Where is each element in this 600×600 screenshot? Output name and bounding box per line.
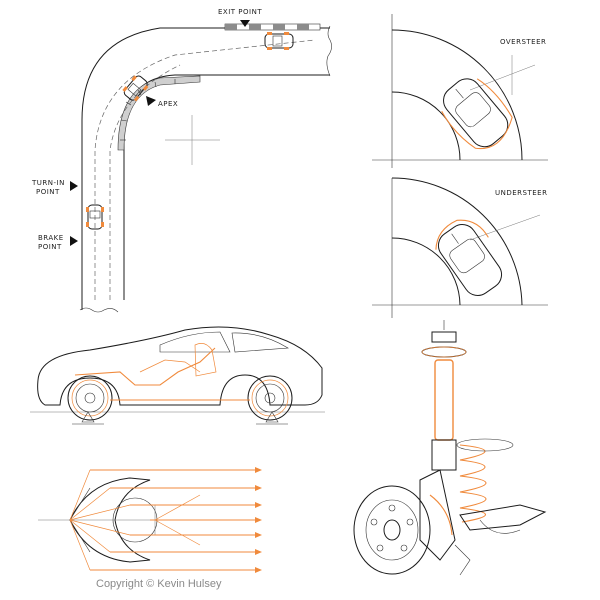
- understeer-car: [435, 219, 503, 296]
- copyright-credit: Copyright © Kevin Hulsey: [96, 578, 222, 590]
- curb-exit: [224, 23, 321, 31]
- suspension-assembly-drawing: [353, 320, 547, 576]
- car-brake-position: [86, 204, 104, 230]
- exit-point-marker-icon: [240, 20, 250, 27]
- apex-marker-icon: [146, 96, 156, 106]
- turn-in-label: TURN-IN: [31, 179, 65, 187]
- apex-label: APEX: [158, 100, 178, 108]
- brake-label-line2: POINT: [38, 243, 62, 251]
- side-view-car-cutaway: [30, 326, 325, 425]
- understeer-label: UNDERSTEER: [495, 189, 547, 197]
- corner-racing-line-diagram: EXIT POINT APEX TURN-IN POINT BRAKE POIN…: [31, 8, 332, 313]
- car-apex-position: [122, 75, 149, 102]
- oversteer-label: OVERSTEER: [500, 38, 546, 46]
- oversteer-diagram: OVERSTEER: [372, 14, 548, 168]
- headlight-beam-diagram: [38, 467, 262, 573]
- car-exit-position: [264, 32, 294, 50]
- brake-label: BRAKE: [38, 234, 64, 242]
- understeer-diagram: UNDERSTEER: [372, 177, 548, 318]
- curb-apex: [117, 75, 201, 151]
- turn-in-label-line2: POINT: [36, 188, 60, 196]
- brake-marker-icon: [70, 236, 78, 246]
- turn-in-marker-icon: [70, 181, 78, 191]
- oversteer-car: [441, 78, 513, 150]
- exit-point-label: EXIT POINT: [218, 8, 262, 16]
